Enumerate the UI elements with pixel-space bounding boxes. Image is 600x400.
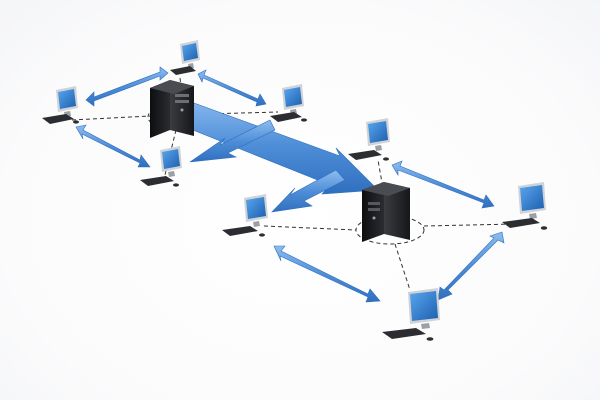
arrow-ws-left-1-top — [85, 66, 169, 107]
arrows — [75, 66, 505, 303]
arrow-branch-right — [271, 169, 346, 213]
desktop-computer-icon — [348, 118, 390, 161]
desktop-computer-icon — [42, 86, 79, 124]
dashed-links-right — [263, 159, 516, 291]
desktop-computer-icon — [222, 194, 268, 237]
arrow-ws-right-1-ws-right-4 — [273, 245, 381, 303]
desktop-computer-icon — [502, 182, 548, 230]
server-tower-icon — [150, 80, 194, 138]
desktop-computer-icon — [140, 146, 182, 187]
arrow-branch-left — [189, 119, 276, 163]
desktop-computer-icon — [382, 288, 440, 341]
server-tower-icon — [362, 182, 410, 242]
main-link-arrow — [167, 94, 379, 195]
desktop-computer-icon — [170, 40, 200, 75]
arrow-ws-right-3-ws-right-4 — [437, 231, 505, 301]
arrow-ws-right-2-ws-right-3 — [391, 160, 495, 209]
arrow-ws-left-1-ws-left-2 — [75, 124, 151, 168]
desktop-computer-icon — [270, 84, 307, 122]
arrow-top-right — [197, 69, 267, 107]
